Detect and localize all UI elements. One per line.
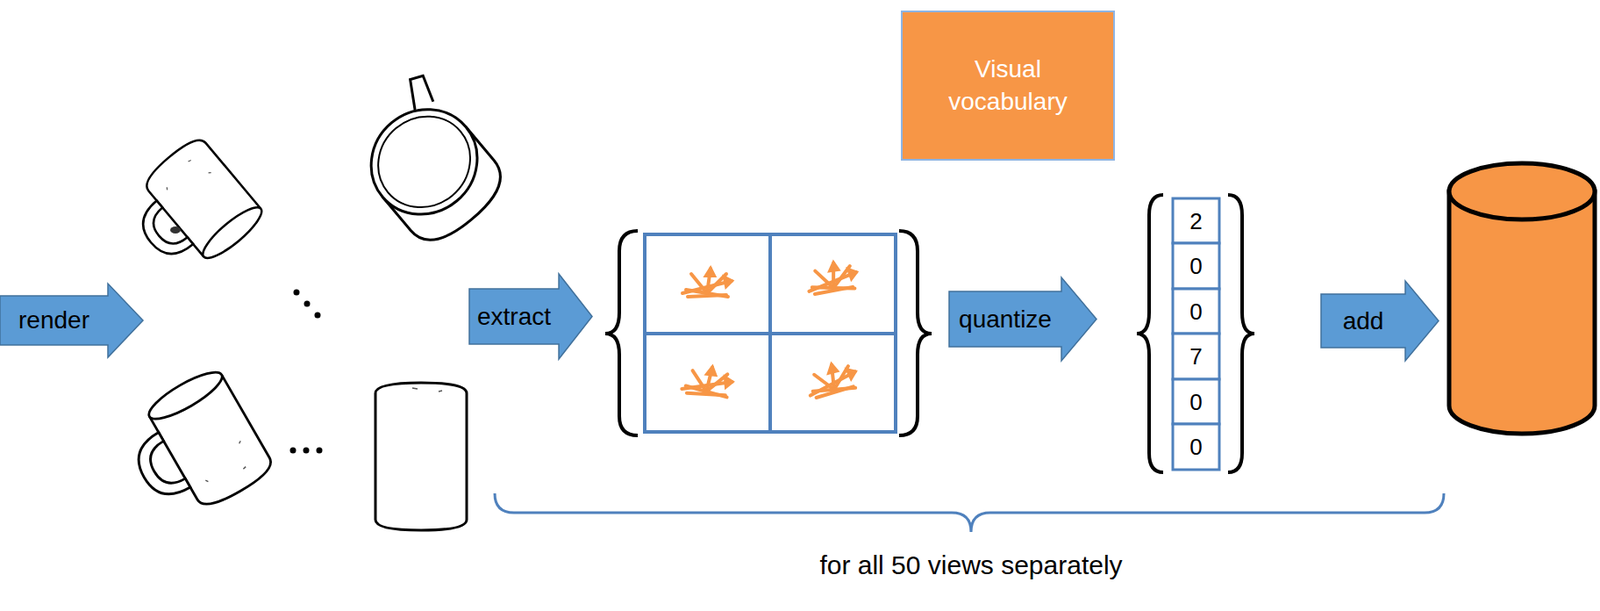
- under-brace: [494, 492, 1444, 532]
- mug-view: [375, 382, 467, 530]
- mug-view: [335, 71, 514, 255]
- arrow-outline: [0, 283, 143, 358]
- vocabulary-box: Visual vocabulary: [900, 10, 1115, 161]
- arrow-label: quantize: [958, 305, 1052, 334]
- vector-entry: 0: [1189, 298, 1202, 326]
- mug-view: [113, 364, 277, 529]
- vector-entry: 0: [1189, 252, 1202, 280]
- vector-entry: 0: [1189, 433, 1202, 461]
- caption-note: for all 50 views separately: [819, 550, 1122, 580]
- arrow-text-holder: quantize: [949, 291, 1062, 347]
- database-cylinder: [1449, 163, 1595, 434]
- step-arrow: extract: [469, 273, 593, 359]
- arrow-outline: [1321, 280, 1439, 361]
- arrow-label: render: [18, 306, 90, 335]
- mug-view: [116, 133, 268, 286]
- arrow-text-holder: extract: [469, 288, 559, 344]
- arrow-text-holder: render: [0, 295, 108, 345]
- step-arrow: add: [1321, 280, 1439, 361]
- step-arrow: render: [0, 283, 143, 358]
- curly-brace: [1136, 194, 1255, 472]
- vector-entry: 7: [1189, 342, 1202, 371]
- descriptor-grid: [644, 234, 896, 432]
- arrow-outline: [949, 277, 1097, 361]
- ellipsis-dots: [290, 289, 323, 454]
- vector-entry: 0: [1189, 388, 1202, 416]
- arrow-outline: [469, 273, 593, 359]
- histogram-vector: [1172, 198, 1220, 470]
- arrow-text-holder: add: [1321, 293, 1406, 348]
- arrow-label: add: [1342, 307, 1385, 336]
- curly-brace: [605, 230, 932, 436]
- vector-entry: 2: [1189, 207, 1202, 236]
- step-arrow: quantize: [949, 277, 1097, 361]
- box-label: Visual vocabulary: [941, 53, 1075, 118]
- arrow-label: extract: [477, 302, 551, 331]
